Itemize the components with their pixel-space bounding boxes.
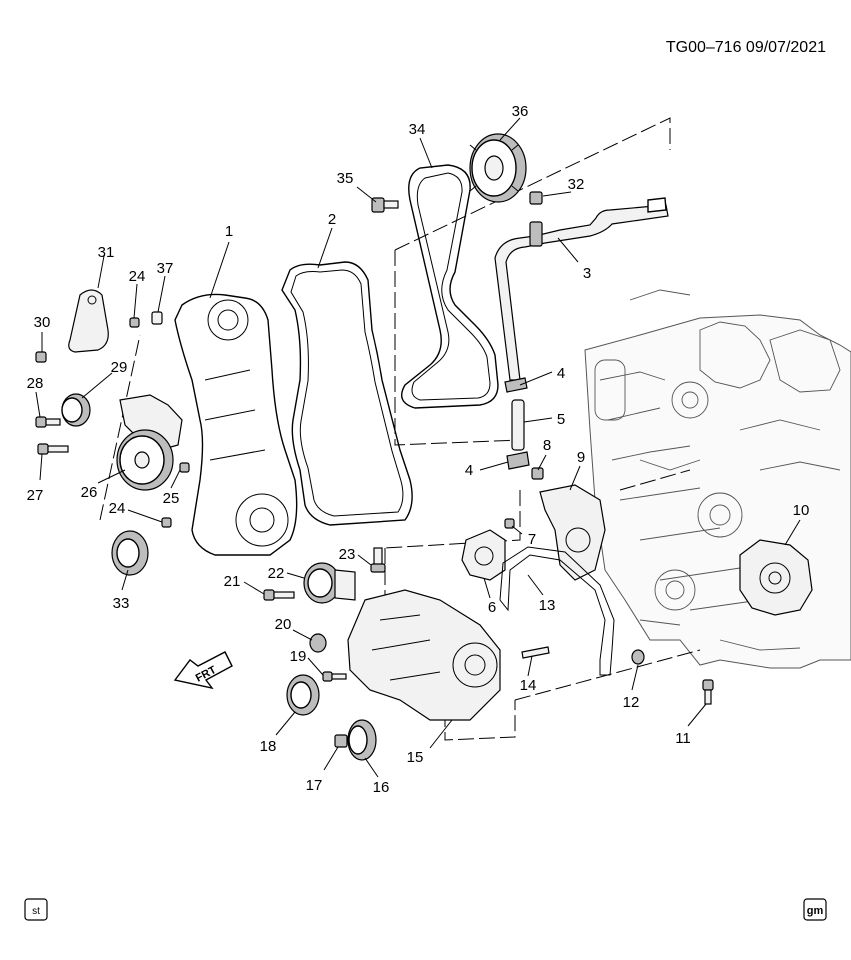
pump-bolt-7 — [504, 518, 515, 529]
callout-4-upper: 4 — [557, 365, 565, 382]
idler-pulley — [116, 394, 183, 491]
crank-key — [334, 734, 348, 748]
callout-3: 3 — [583, 265, 591, 282]
tube-sleeve — [511, 399, 525, 451]
callout-6: 6 — [488, 599, 496, 616]
dipstick-tube — [494, 197, 669, 381]
rear-seal — [286, 674, 320, 716]
bolt-11 — [702, 679, 714, 705]
callout-33: 33 — [113, 595, 130, 612]
long-stud — [521, 646, 550, 659]
tensioner-bolt — [263, 589, 295, 601]
badge-right-label: gm — [807, 905, 824, 917]
front-orientation-arrow: FRT — [173, 651, 233, 690]
dipstick-nut — [529, 191, 543, 205]
callout-7: 7 — [528, 531, 536, 548]
callout-1: 1 — [225, 223, 233, 240]
front-cover — [174, 293, 298, 556]
callout-36: 36 — [512, 103, 529, 120]
callout-29: 29 — [111, 359, 128, 376]
callout-18: 18 — [260, 738, 277, 755]
engine-bracket — [68, 289, 109, 353]
tube-clip-upper — [504, 377, 528, 393]
callout-2: 2 — [328, 211, 336, 228]
callout-15: 15 — [407, 749, 424, 766]
tube-clip-lower — [506, 451, 530, 470]
small-bolt-19 — [322, 671, 347, 682]
callout-10: 10 — [793, 502, 810, 519]
callout-23: 23 — [339, 546, 356, 563]
belt-tensioner — [303, 562, 356, 604]
bracket-gasket — [499, 546, 615, 676]
bolt-set-left — [35, 311, 190, 528]
callout-37: 37 — [157, 260, 174, 277]
callout-25: 25 — [163, 490, 180, 507]
tensioner-pulley — [61, 393, 91, 427]
camshaft-sprocket — [469, 133, 527, 203]
timing-belt — [401, 164, 499, 409]
callout-16: 16 — [373, 779, 390, 796]
callout-24-upper: 24 — [129, 268, 146, 285]
diagram-reference: TG00–716 09/07/2021 — [666, 39, 826, 56]
callout-35: 35 — [337, 170, 354, 187]
nut-8 — [531, 467, 544, 480]
callout-26: 26 — [81, 484, 98, 501]
callout-13: 13 — [539, 597, 556, 614]
callout-24-lower: 24 — [109, 500, 126, 517]
water-pump — [461, 529, 506, 581]
callout-21: 21 — [224, 573, 241, 590]
oil-pump-housing — [347, 589, 501, 721]
callout-30: 30 — [34, 314, 51, 331]
engine-block — [584, 289, 851, 669]
callout-31: 31 — [98, 244, 115, 261]
callout-20: 20 — [275, 616, 292, 633]
callout-14: 14 — [520, 677, 537, 694]
callout-17: 17 — [306, 777, 323, 794]
callout-4-lower: 4 — [465, 462, 473, 479]
leader-lines — [35, 117, 801, 778]
stud — [370, 547, 386, 573]
spacer-20 — [309, 633, 327, 653]
callout-34: 34 — [409, 121, 426, 138]
callout-28: 28 — [27, 375, 44, 392]
badge-right: gm — [803, 898, 827, 921]
sprocket-bolt — [371, 197, 399, 213]
callout-5: 5 — [557, 411, 565, 428]
callout-labels: 1 2 3 4 4 5 6 7 8 9 10 11 12 13 14 15 16… — [27, 103, 810, 796]
badge-left-label: st — [32, 906, 40, 917]
callout-32: 32 — [568, 176, 585, 193]
callout-12: 12 — [623, 694, 640, 711]
high-pressure-pump — [739, 539, 813, 616]
callout-22: 22 — [268, 565, 285, 582]
plug-12 — [631, 649, 645, 665]
mounting-bracket — [539, 484, 606, 581]
callout-9: 9 — [577, 449, 585, 466]
crank-sprocket — [347, 719, 377, 761]
callout-11: 11 — [675, 730, 691, 747]
front-crank-seal — [111, 530, 149, 576]
callout-19: 19 — [290, 648, 307, 665]
badge-left: st — [24, 898, 48, 921]
callout-8: 8 — [543, 437, 551, 454]
front-cover-gasket — [281, 261, 413, 526]
callout-27: 27 — [27, 487, 44, 504]
